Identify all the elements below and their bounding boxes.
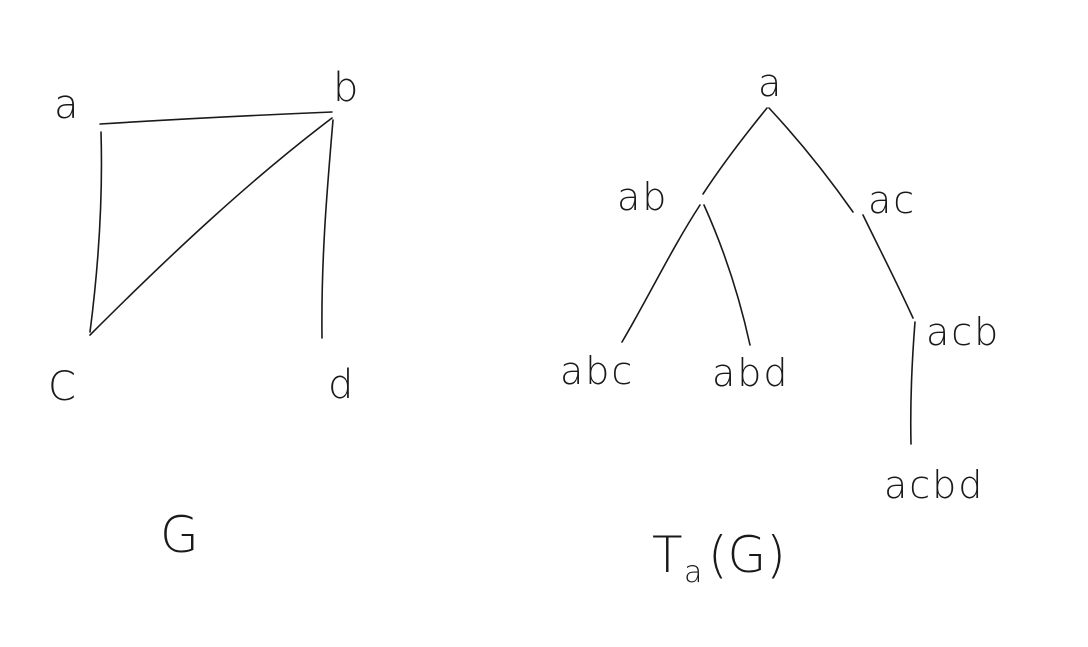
tree-node-a: a [758,61,783,105]
tree-caption-sub: a [684,555,702,590]
tree-edge-ac-acb [862,214,914,319]
tree-edge-acb-acbd [909,321,916,445]
tree-node-abd: abd [712,351,790,395]
graph-edge-a-b [99,111,333,125]
graph-g: a b C d G [48,65,358,564]
graph-node-d: d [328,362,353,408]
graph-caption: G [160,506,199,564]
tree-edge-a-ab [702,107,768,195]
tree-node-abc: abc [560,349,634,393]
graph-node-c: C [48,364,76,410]
tree-node-ac: ac [868,178,916,222]
graph-node-b: b [333,65,358,111]
graph-edge-a-c [89,131,103,333]
tree-edge-ab-abd [703,204,751,346]
tree-node-acbd: acbd [884,463,984,507]
tree-caption-main: T [652,526,683,584]
graph-node-a: a [54,82,79,128]
graph-edge-b-d [321,119,334,339]
tree-edge-a-ac [768,107,854,213]
graph-edge-b-c [89,117,333,336]
tree-node-ab: ab [617,175,668,219]
tree-node-acb: acb [926,310,1000,354]
tree-caption-arg: (G) [708,526,786,584]
tree-edge-ab-abc [621,204,701,343]
search-tree: a ab ac abc abd acb acbd T a (G) [560,61,1000,590]
